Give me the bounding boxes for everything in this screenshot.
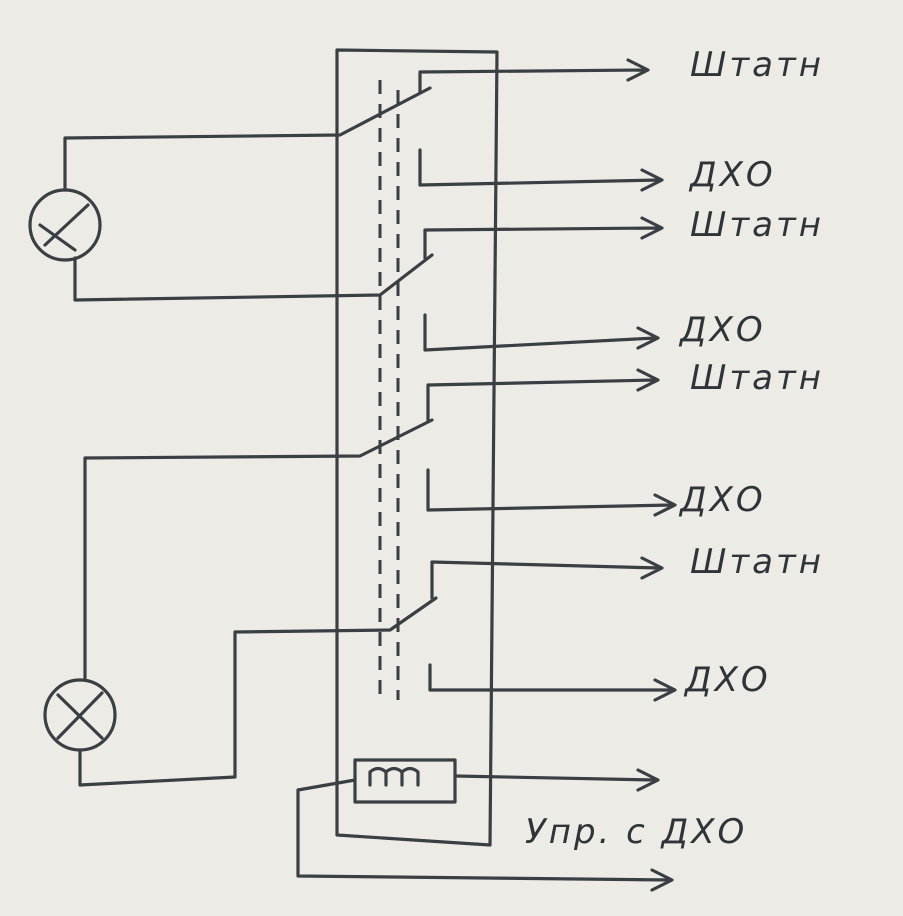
- output-label-drl-1: ДХО: [690, 155, 776, 195]
- output-label-stock-2: Штатн: [690, 205, 825, 245]
- switch-group-2: [73, 216, 664, 352]
- output-label-stock-4: Штатн: [690, 542, 825, 582]
- control-label: Упр. с ДХО: [525, 812, 748, 852]
- switch-group-1: [63, 58, 664, 192]
- switch-group-3: [83, 368, 677, 682]
- output-label-drl-4: ДХО: [685, 660, 771, 700]
- relay-housing: [335, 48, 499, 847]
- output-label-stock-3: Штатн: [690, 358, 825, 398]
- switch-group-4: [78, 556, 677, 787]
- output-label-drl-2: ДХО: [680, 310, 766, 350]
- output-label-drl-3: ДХО: [680, 480, 766, 520]
- relay-coil: [296, 758, 674, 892]
- output-label-stock-1: Штатн: [690, 45, 825, 85]
- mechanical-linkage: [378, 80, 400, 700]
- lamp-top: [28, 188, 102, 262]
- lamp-bottom: [43, 678, 117, 752]
